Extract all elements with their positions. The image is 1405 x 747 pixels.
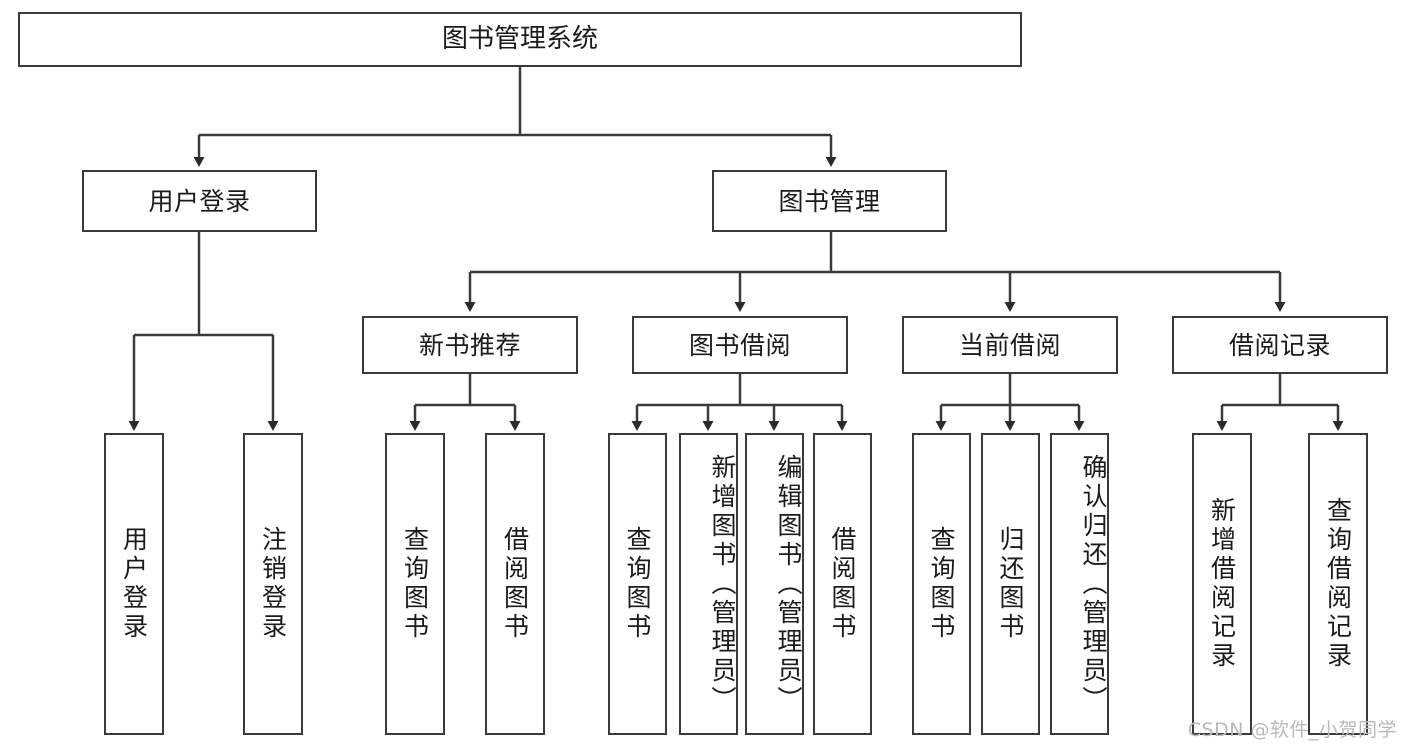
node-leaf-query-book-borrow[interactable]: 查询图书: [608, 433, 667, 735]
node-label: 新增图书（管理员）: [708, 453, 737, 715]
node-leaf-return-book[interactable]: 归还图书: [981, 433, 1040, 735]
node-label: 归还图书: [996, 526, 1025, 642]
node-label: 借阅图书: [500, 526, 530, 642]
node-label: 图书管理系统: [441, 24, 598, 55]
node-label: 借阅记录: [1228, 330, 1331, 360]
node-label: 图书借阅: [688, 330, 791, 360]
node-leaf-query-borrow-record[interactable]: 查询借阅记录: [1308, 433, 1368, 735]
node-label: 编辑图书（管理员）: [774, 453, 803, 715]
node-leaf-add-book-admin[interactable]: 新增图书（管理员）: [679, 433, 738, 735]
node-leaf-borrow-book-recommend[interactable]: 借阅图书: [485, 433, 545, 735]
node-label: 新增借阅记录: [1207, 497, 1237, 671]
node-leaf-confirm-return-admin[interactable]: 确认归还（管理员）: [1050, 433, 1109, 735]
node-label: 用户登录: [148, 186, 251, 216]
node-leaf-add-borrow-record[interactable]: 新增借阅记录: [1192, 433, 1252, 735]
node-label: 图书管理: [778, 186, 881, 216]
node-new-book-recommend[interactable]: 新书推荐: [362, 316, 578, 374]
node-label: 查询借阅记录: [1323, 497, 1353, 671]
node-book-borrow[interactable]: 图书借阅: [632, 316, 848, 374]
node-label: 借阅图书: [828, 526, 857, 642]
node-label: 确认归还（管理员）: [1079, 453, 1108, 715]
node-root-system[interactable]: 图书管理系统: [18, 12, 1022, 67]
node-label: 注销登录: [258, 526, 288, 642]
node-leaf-user-login[interactable]: 用户登录: [104, 433, 164, 735]
node-leaf-query-book-current[interactable]: 查询图书: [912, 433, 971, 735]
node-leaf-query-book-recommend[interactable]: 查询图书: [385, 433, 445, 735]
node-current-borrow[interactable]: 当前借阅: [902, 316, 1118, 374]
node-label: 新书推荐: [418, 330, 521, 360]
node-label: 当前借阅: [958, 330, 1061, 360]
node-leaf-logout[interactable]: 注销登录: [243, 433, 303, 735]
node-book-management[interactable]: 图书管理: [712, 170, 947, 232]
node-label: 查询图书: [927, 526, 956, 642]
node-borrow-records[interactable]: 借阅记录: [1172, 316, 1388, 374]
node-user-login[interactable]: 用户登录: [82, 170, 317, 232]
watermark: CSDN @软件_小贺同学: [1187, 719, 1397, 741]
node-label: 查询图书: [400, 526, 430, 642]
node-label: 用户登录: [119, 526, 149, 642]
node-leaf-edit-book-admin[interactable]: 编辑图书（管理员）: [745, 433, 804, 735]
node-label: 查询图书: [623, 526, 652, 642]
node-leaf-borrow-book[interactable]: 借阅图书: [813, 433, 872, 735]
